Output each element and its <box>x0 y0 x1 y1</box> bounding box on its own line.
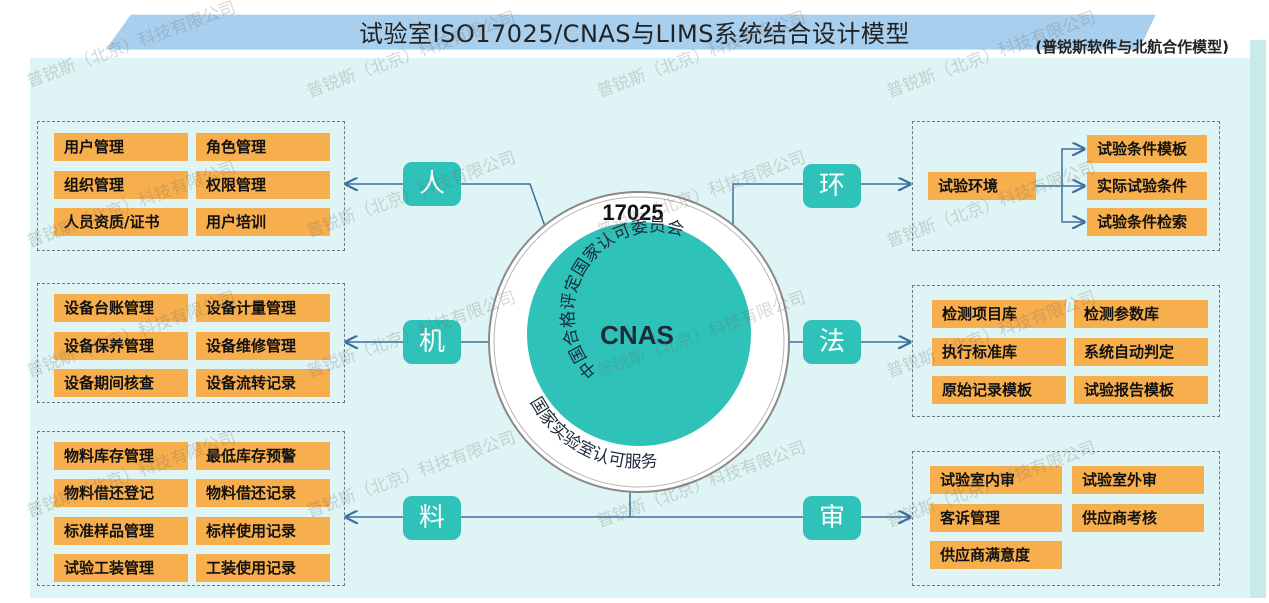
group-machine <box>37 283 345 403</box>
item-equipment-transfer: 设备流转记录 <box>196 369 330 397</box>
item-external-audit: 试验室外审 <box>1072 466 1204 494</box>
group-audit <box>912 451 1220 586</box>
item-equipment-metrology: 设备计量管理 <box>196 294 330 322</box>
core-circle <box>527 222 751 446</box>
item-supplier-assessment: 供应商考核 <box>1072 504 1204 532</box>
core-label: CNAS <box>600 320 674 350</box>
item-staff-qualification: 人员资质/证书 <box>54 208 188 236</box>
group-people <box>37 121 345 251</box>
category-environment: 环 <box>803 164 861 208</box>
group-environment <box>912 121 1220 251</box>
middle-ring <box>493 196 785 488</box>
item-permission-management: 权限管理 <box>196 171 330 199</box>
item-equipment-maintenance: 设备保养管理 <box>54 332 188 360</box>
item-auto-judgement: 系统自动判定 <box>1074 338 1208 366</box>
connector-env-branch-1 <box>1036 149 1084 187</box>
header-band <box>105 14 1156 50</box>
item-test-parameter-library: 检测参数库 <box>1074 300 1208 328</box>
item-fixture-management: 试验工装管理 <box>54 554 188 582</box>
item-test-item-library: 检测项目库 <box>932 300 1066 328</box>
item-sample-usage: 标样使用记录 <box>196 517 330 545</box>
category-audit: 审 <box>803 496 861 540</box>
category-method: 法 <box>803 320 861 364</box>
connector-env-branch-3 <box>1061 186 1084 222</box>
item-equipment-ledger: 设备台账管理 <box>54 294 188 322</box>
item-user-management: 用户管理 <box>54 133 188 161</box>
category-people: 人 <box>403 162 461 206</box>
item-standard-library: 执行标准库 <box>932 338 1066 366</box>
group-method <box>912 285 1220 417</box>
item-reference-sample: 标准样品管理 <box>54 517 188 545</box>
page-title: 试验室ISO17025/CNAS与LIMS系统结合设计模型 <box>359 20 910 48</box>
item-user-training: 用户培训 <box>196 208 330 236</box>
item-material-loan-register: 物料借还登记 <box>54 479 188 507</box>
item-material-loan-record: 物料借还记录 <box>196 479 330 507</box>
item-equipment-period-check: 设备期间核查 <box>54 369 188 397</box>
panel-side <box>1250 40 1266 598</box>
item-condition-search: 试验条件检索 <box>1087 208 1207 236</box>
item-fixture-usage: 工装使用记录 <box>196 554 330 582</box>
item-raw-record-template: 原始记录模板 <box>932 376 1066 404</box>
item-equipment-repair: 设备维修管理 <box>196 332 330 360</box>
category-machine: 机 <box>403 320 461 364</box>
item-complaint-management: 客诉管理 <box>930 504 1062 532</box>
item-internal-audit: 试验室内审 <box>930 466 1062 494</box>
item-min-stock-alert: 最低库存预警 <box>196 442 330 470</box>
item-supplier-satisfaction: 供应商满意度 <box>930 541 1062 569</box>
page-subtitle: (普锐斯软件与北航合作模型) <box>1035 38 1229 56</box>
item-role-management: 角色管理 <box>196 133 330 161</box>
item-condition-template: 试验条件模板 <box>1087 135 1207 163</box>
item-report-template: 试验报告模板 <box>1074 376 1208 404</box>
category-material: 料 <box>403 496 461 540</box>
standard-label: 17025 <box>602 200 663 225</box>
item-material-stock: 物料库存管理 <box>54 442 188 470</box>
group-material <box>37 431 345 586</box>
item-test-environment: 试验环境 <box>928 172 1036 200</box>
item-actual-condition: 实际试验条件 <box>1087 172 1207 200</box>
item-org-management: 组织管理 <box>54 171 188 199</box>
